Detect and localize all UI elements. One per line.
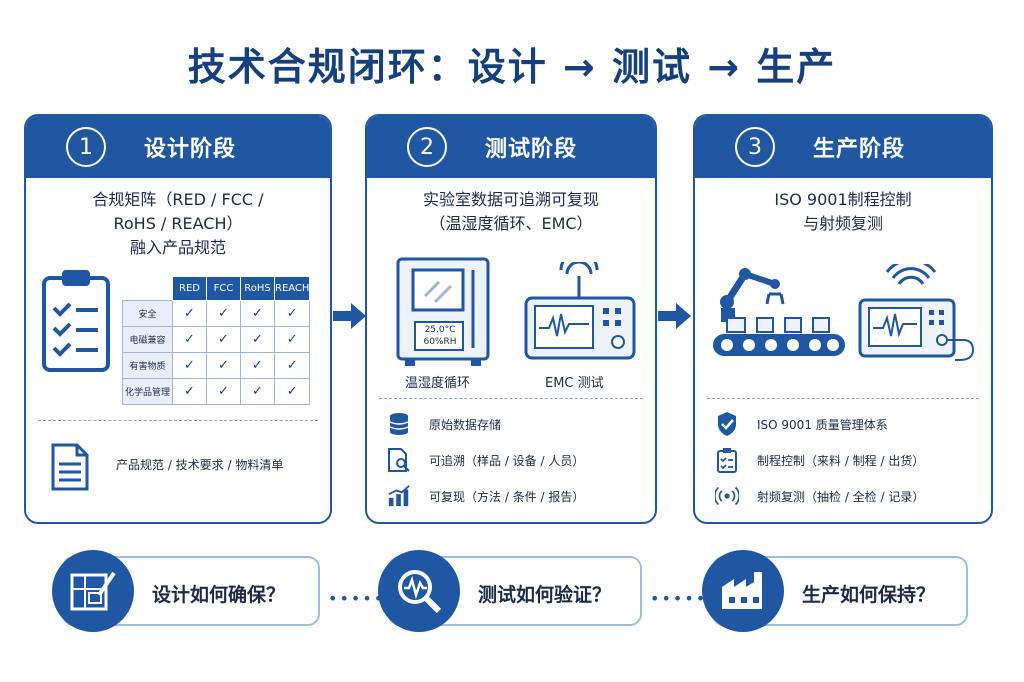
matrix-header: FCC — [206, 276, 241, 301]
matrix-row: 化学品管理 ✓ ✓ ✓ ✓ — [122, 378, 311, 405]
stage-card-design: 1 设计阶段 合规矩阵（RED / FCC / RoHS / REACH） 融入… — [24, 114, 332, 524]
matrix-header: RoHS — [240, 276, 275, 301]
factory-icon — [702, 550, 784, 632]
stage-label: 测试阶段 — [485, 137, 578, 162]
robot-arm-conveyor-icon — [713, 268, 845, 356]
blueprint-icon — [52, 550, 134, 632]
magnifier-waveform-icon — [378, 550, 460, 632]
device-label: EMC 测试 — [545, 376, 604, 391]
bullet-item: 产品规范 / 技术要求 / 物料清单 — [116, 458, 284, 472]
matrix-row: 安全 ✓ ✓ ✓ ✓ — [122, 300, 311, 327]
bullet-item: 可追溯（样品 / 设备 / 人员） — [387, 448, 584, 472]
stage-number: 2 — [407, 127, 447, 167]
checklist-icon — [715, 448, 739, 473]
device-label: 温湿度循环 — [405, 376, 471, 391]
dots-connector: •••••• — [650, 589, 719, 608]
matrix-row: 有害物质 ✓ ✓ ✓ ✓ — [122, 352, 311, 379]
document-icon — [51, 443, 89, 491]
rf-tester-icon — [858, 264, 975, 361]
compliance-matrix: RED FCC RoHS REACH 安全 ✓ ✓ ✓ ✓ 电磁兼容 ✓ ✓ ✓… — [122, 276, 311, 405]
divider — [38, 420, 318, 421]
stage-description: ISO 9001制程控制 与射频复测 — [774, 190, 912, 233]
matrix-row: 电磁兼容 ✓ ✓ ✓ ✓ — [122, 326, 311, 353]
bullet-item: 可复现（方法 / 条件 / 报告） — [387, 484, 584, 508]
question-text: 测试如何验证？ — [478, 584, 612, 606]
bullet-item: 制程控制（来料 / 制程 / 出货） — [715, 448, 924, 473]
stage-description: 合规矩阵（RED / FCC / RoHS / REACH） 融入产品规范 — [92, 190, 264, 257]
database-icon — [387, 412, 411, 436]
stage-card-production: 3 生产阶段 ISO 9001制程控制 与射频复测 — [693, 114, 993, 524]
shield-check-icon — [715, 412, 739, 436]
divider — [379, 398, 643, 399]
stage-number: 3 — [735, 127, 775, 167]
climate-chamber-icon — [396, 257, 490, 366]
dots-connector: •••••• — [328, 589, 397, 608]
matrix-header: REACH — [273, 276, 311, 301]
emc-analyzer-icon — [524, 262, 636, 360]
stage-label: 设计阶段 — [144, 137, 237, 162]
bar-chart-icon — [387, 484, 411, 508]
arrow-right-icon — [333, 303, 366, 329]
stage-label: 生产阶段 — [813, 137, 906, 162]
stage-card-testing: 2 测试阶段 实验室数据可追溯可复现 （温湿度循环、EMC） 25.0°C 60… — [365, 114, 657, 524]
radio-signal-icon — [715, 484, 739, 508]
document-search-icon — [387, 448, 411, 472]
chamber-readout: 25.0°C 60%RH — [423, 325, 457, 347]
clipboard-checklist-icon — [42, 270, 110, 372]
bullet-item: ISO 9001 质量管理体系 — [715, 412, 888, 436]
question-text: 设计如何确保？ — [152, 584, 286, 606]
stage-header: 3 生产阶段 — [695, 116, 991, 178]
matrix-header: RED — [172, 276, 207, 301]
arrow-right-icon — [658, 303, 691, 329]
stage-description: 实验室数据可追溯可复现 （温湿度循环、EMC） — [422, 190, 599, 233]
stage-number: 1 — [66, 127, 106, 167]
bullet-item: 原始数据存储 — [387, 412, 501, 436]
stage-header: 1 设计阶段 — [26, 116, 330, 178]
page-title: 技术合规闭环：设计 → 测试 → 生产 — [187, 45, 837, 89]
divider — [707, 398, 979, 399]
stage-header: 2 测试阶段 — [367, 116, 655, 178]
bullet-item: 射频复测（抽检 / 全检 / 记录） — [715, 484, 924, 508]
question-text: 生产如何保持？ — [802, 584, 936, 606]
